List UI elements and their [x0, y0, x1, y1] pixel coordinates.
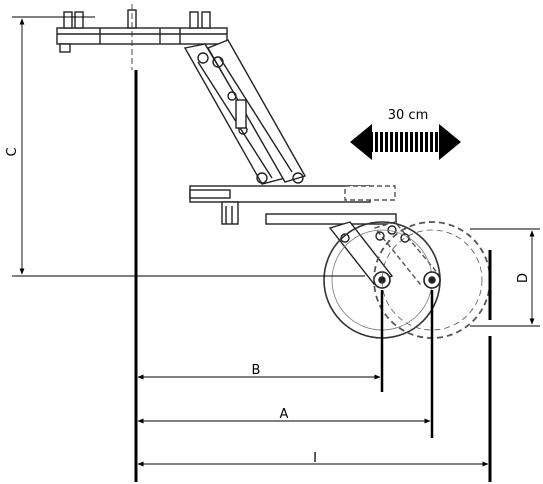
machine-illustration — [56, 4, 491, 339]
dimension-c-label: C — [5, 147, 20, 156]
dimension-arrows — [19, 18, 535, 467]
dimension-a-label: A — [280, 407, 289, 422]
reference-lines — [12, 16, 540, 482]
dimension-d-label: D — [516, 273, 531, 283]
dimension-i-label: I — [313, 451, 317, 466]
gauge-wheel-dashed-hub — [423, 271, 441, 289]
adjustment-arrow-icon — [350, 124, 461, 160]
adjustment-label: 30 cm — [388, 108, 429, 123]
parallel-linkage — [183, 39, 307, 185]
hitch-frame — [56, 4, 228, 70]
tool-bar — [189, 185, 397, 225]
dimension-b-label: B — [252, 363, 261, 378]
